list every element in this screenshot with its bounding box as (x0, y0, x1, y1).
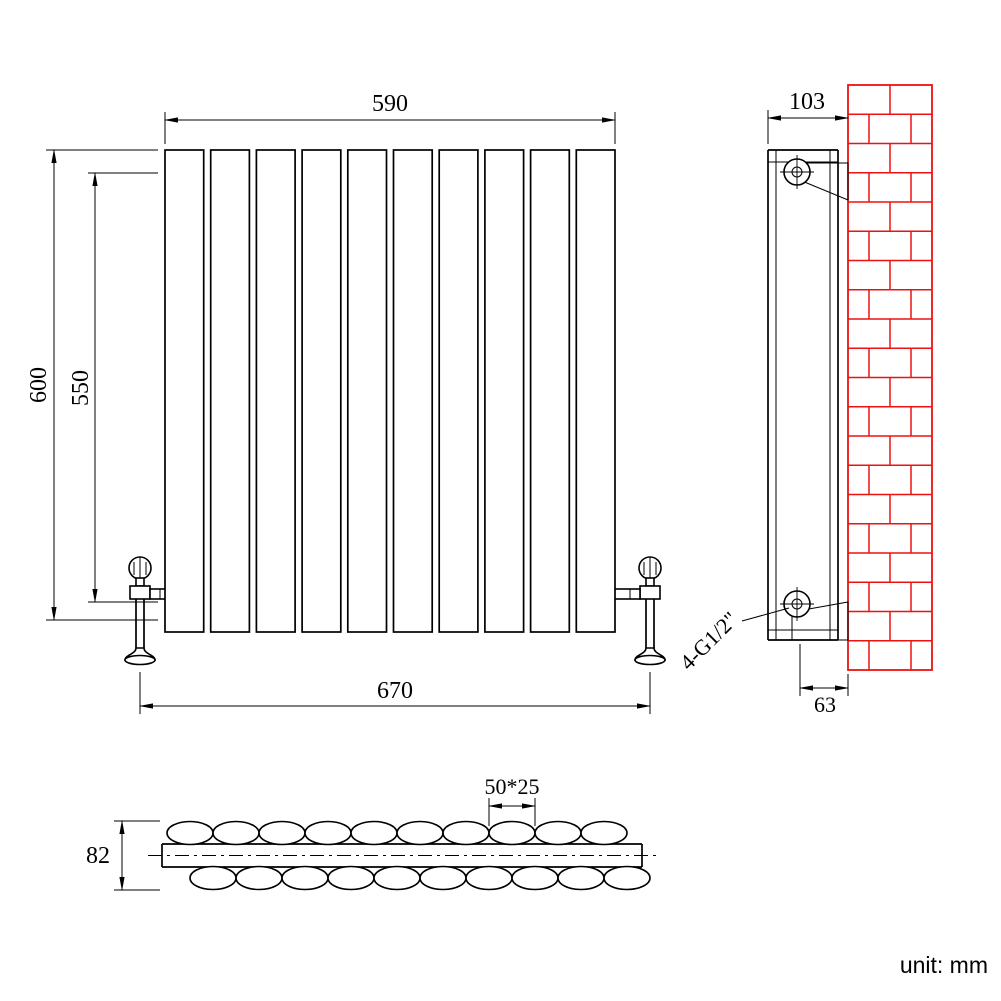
dim-top-width: 590 (164, 91, 616, 144)
oval-section-top-row (304, 820, 352, 846)
oval-section-top-row (212, 820, 260, 846)
oval-section-bottom-row (465, 865, 513, 891)
dim-overall-height: 600 (26, 149, 158, 621)
radiator-panels (164, 149, 616, 633)
oval-section-bottom-row (327, 865, 375, 891)
dim-82-label: 82 (86, 843, 110, 869)
bottom-pipe-port (780, 587, 814, 621)
side-view: 103 63 4-G1/2" (675, 84, 933, 717)
wall-outline (847, 84, 933, 671)
unit-label: unit: mm (900, 952, 988, 978)
oval-section-top-row (534, 820, 582, 846)
oval-section-bottom-row (373, 865, 421, 891)
dim-depth: 103 (767, 89, 849, 144)
dim-bottom-offset: 63 (799, 644, 849, 717)
radiator-panel (575, 149, 616, 633)
oval-section-top-row (258, 820, 306, 846)
thread-size-label: 4-G1/2" (675, 607, 743, 675)
dim-550-label: 550 (68, 370, 94, 406)
top-pipe-port (780, 155, 814, 189)
right-valve (613, 556, 666, 666)
radiator-panel (346, 149, 388, 633)
dim-oval-size: 50*25 (485, 774, 540, 826)
leader-line (741, 607, 790, 622)
brick-wall (847, 84, 933, 671)
oval-section-bottom-row (281, 865, 329, 891)
front-view: 590 600 550 670 (26, 91, 666, 714)
oval-section-bottom-row (419, 865, 467, 891)
bottom-view: 82 50*25 (86, 774, 656, 891)
oval-section-top-row (396, 820, 444, 846)
dim-103-label: 103 (789, 89, 825, 115)
oval-section-top-row (350, 820, 398, 846)
oval-section-top-row (166, 820, 214, 846)
dim-63-label: 63 (814, 692, 836, 717)
oval-section-bottom-row (603, 865, 651, 891)
oval-section-bottom-row (511, 865, 559, 891)
radiator-panel (484, 149, 525, 633)
dim-600-label: 600 (26, 367, 52, 403)
oval-section-bottom-row (235, 865, 283, 891)
radiator-panel (301, 149, 342, 633)
panel-tube-sections (166, 820, 651, 891)
dim-section-height: 82 (86, 820, 160, 891)
bottom-wall-bracket (791, 601, 849, 641)
oval-section-bottom-row (189, 865, 237, 891)
radiator-panel (209, 149, 251, 633)
oval-section-top-row (488, 820, 536, 846)
radiator-panel (529, 149, 571, 633)
dim-590-label: 590 (372, 91, 408, 117)
radiator-panel (392, 149, 434, 633)
oval-section-top-row (580, 820, 628, 846)
oval-section-top-row (442, 820, 490, 846)
dim-670-label: 670 (377, 678, 413, 704)
dim-panel-height: 550 (68, 172, 158, 603)
radiator-panel (438, 149, 479, 633)
radiator-panel (255, 149, 296, 633)
dim-50x25-label: 50*25 (485, 774, 540, 799)
dim-valve-span: 670 (139, 672, 651, 714)
radiator-panel (164, 149, 205, 633)
oval-section-bottom-row (557, 865, 605, 891)
